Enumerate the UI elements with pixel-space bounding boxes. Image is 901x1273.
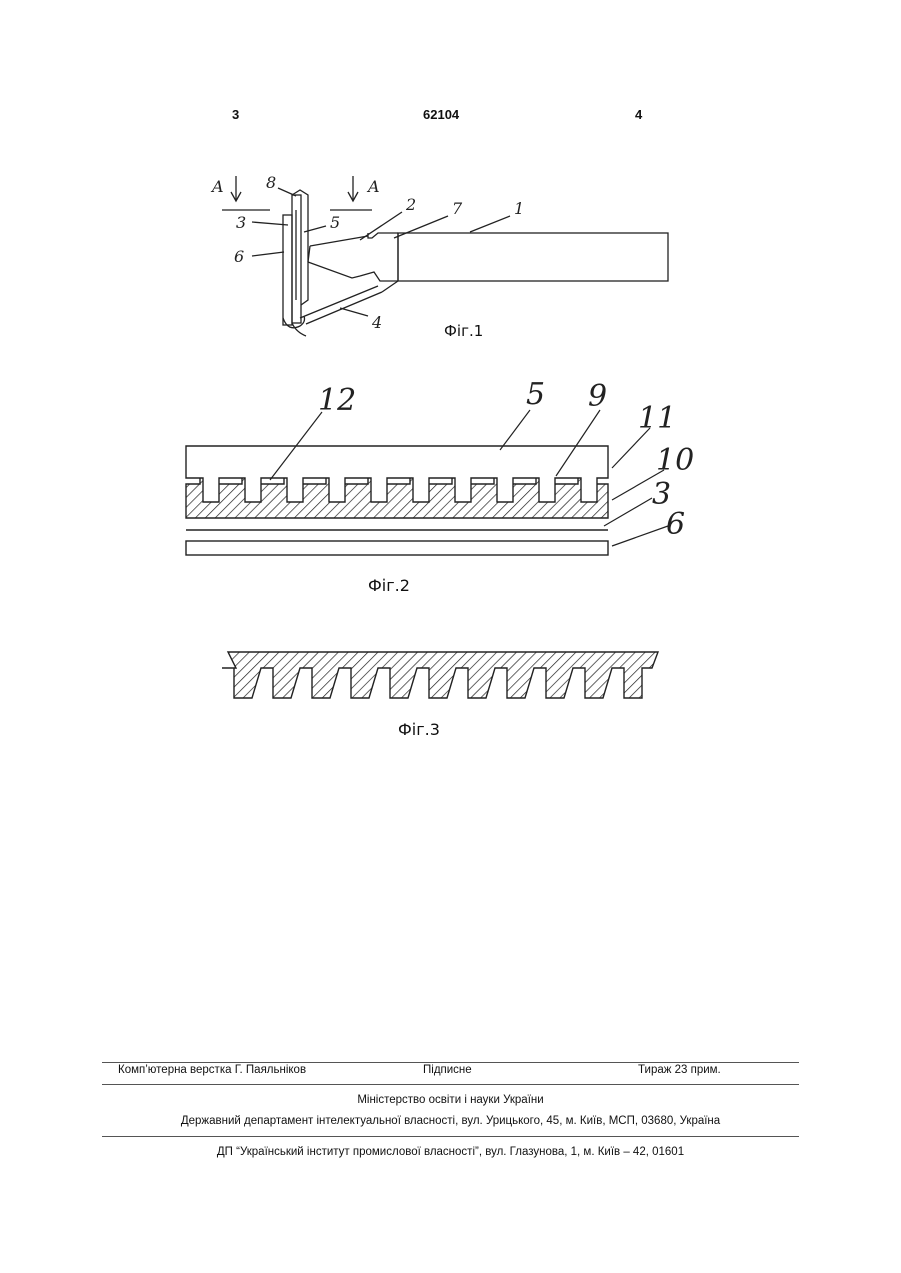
fig2-label-12: 12 bbox=[318, 383, 356, 418]
fig1-section-mark-right: A bbox=[366, 177, 380, 196]
fig1-label-6: 6 bbox=[234, 247, 244, 266]
footer-rule-bottom bbox=[102, 1136, 799, 1137]
figure-1-caption: Фіг.1 bbox=[444, 322, 483, 340]
footer-rule-middle bbox=[102, 1084, 799, 1085]
fig1-label-5: 5 bbox=[330, 213, 340, 232]
fig2-label-10: 10 bbox=[656, 443, 694, 478]
figure-3-drawing bbox=[222, 652, 658, 698]
footer-rule-top bbox=[102, 1062, 799, 1063]
fig1-label-8: 8 bbox=[266, 173, 276, 192]
signed-label: Підписне bbox=[423, 1064, 472, 1076]
institute-line: ДП “Український інститут промислової вла… bbox=[0, 1146, 901, 1158]
figure-2-drawing bbox=[186, 410, 668, 555]
fig1-section-mark-left: A bbox=[210, 177, 224, 196]
figure-3-caption: Фіг.3 bbox=[398, 720, 440, 739]
layout-credit: Комп’ютерна верстка Г. Паяльніков bbox=[118, 1064, 306, 1076]
figure-1-labels: A A 8 3 5 6 2 7 1 4 bbox=[210, 173, 524, 332]
figure-2-caption: Фіг.2 bbox=[368, 576, 410, 595]
figure-1-drawing bbox=[222, 176, 668, 336]
department-line: Державний департамент інтелектуальної вл… bbox=[0, 1115, 901, 1127]
fig2-label-9: 9 bbox=[588, 379, 607, 414]
fig1-label-7: 7 bbox=[452, 199, 463, 218]
fig1-label-2: 2 bbox=[405, 195, 416, 214]
fig1-label-3: 3 bbox=[236, 213, 246, 232]
fig2-label-11: 11 bbox=[638, 401, 676, 436]
ministry-line: Міністерство освіти і науки України bbox=[0, 1094, 901, 1106]
fig2-label-6: 6 bbox=[666, 507, 685, 542]
circulation-label: Тираж 23 прим. bbox=[638, 1064, 721, 1076]
fig1-label-1: 1 bbox=[514, 199, 524, 218]
fig2-label-5: 5 bbox=[526, 377, 545, 412]
fig1-label-4: 4 bbox=[371, 313, 382, 332]
patent-drawings: A A 8 3 5 6 2 7 1 4 12 5 9 1 bbox=[0, 0, 901, 800]
